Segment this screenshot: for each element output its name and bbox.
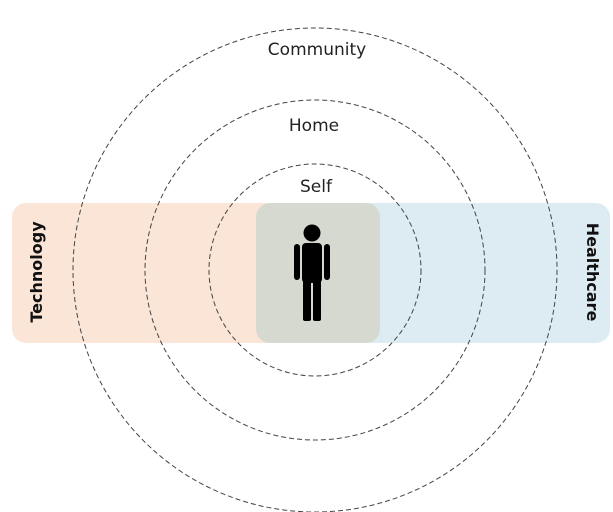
self-label: Self bbox=[300, 177, 333, 197]
home-ring bbox=[144, 99, 486, 441]
community-ring bbox=[72, 27, 558, 512]
home-label: Home bbox=[289, 116, 339, 136]
self-ring bbox=[208, 163, 422, 377]
technology-label: Technology bbox=[27, 221, 46, 323]
community-label: Community bbox=[268, 40, 366, 60]
healthcare-label: Healthcare bbox=[583, 223, 602, 322]
person-icon bbox=[294, 224, 330, 321]
